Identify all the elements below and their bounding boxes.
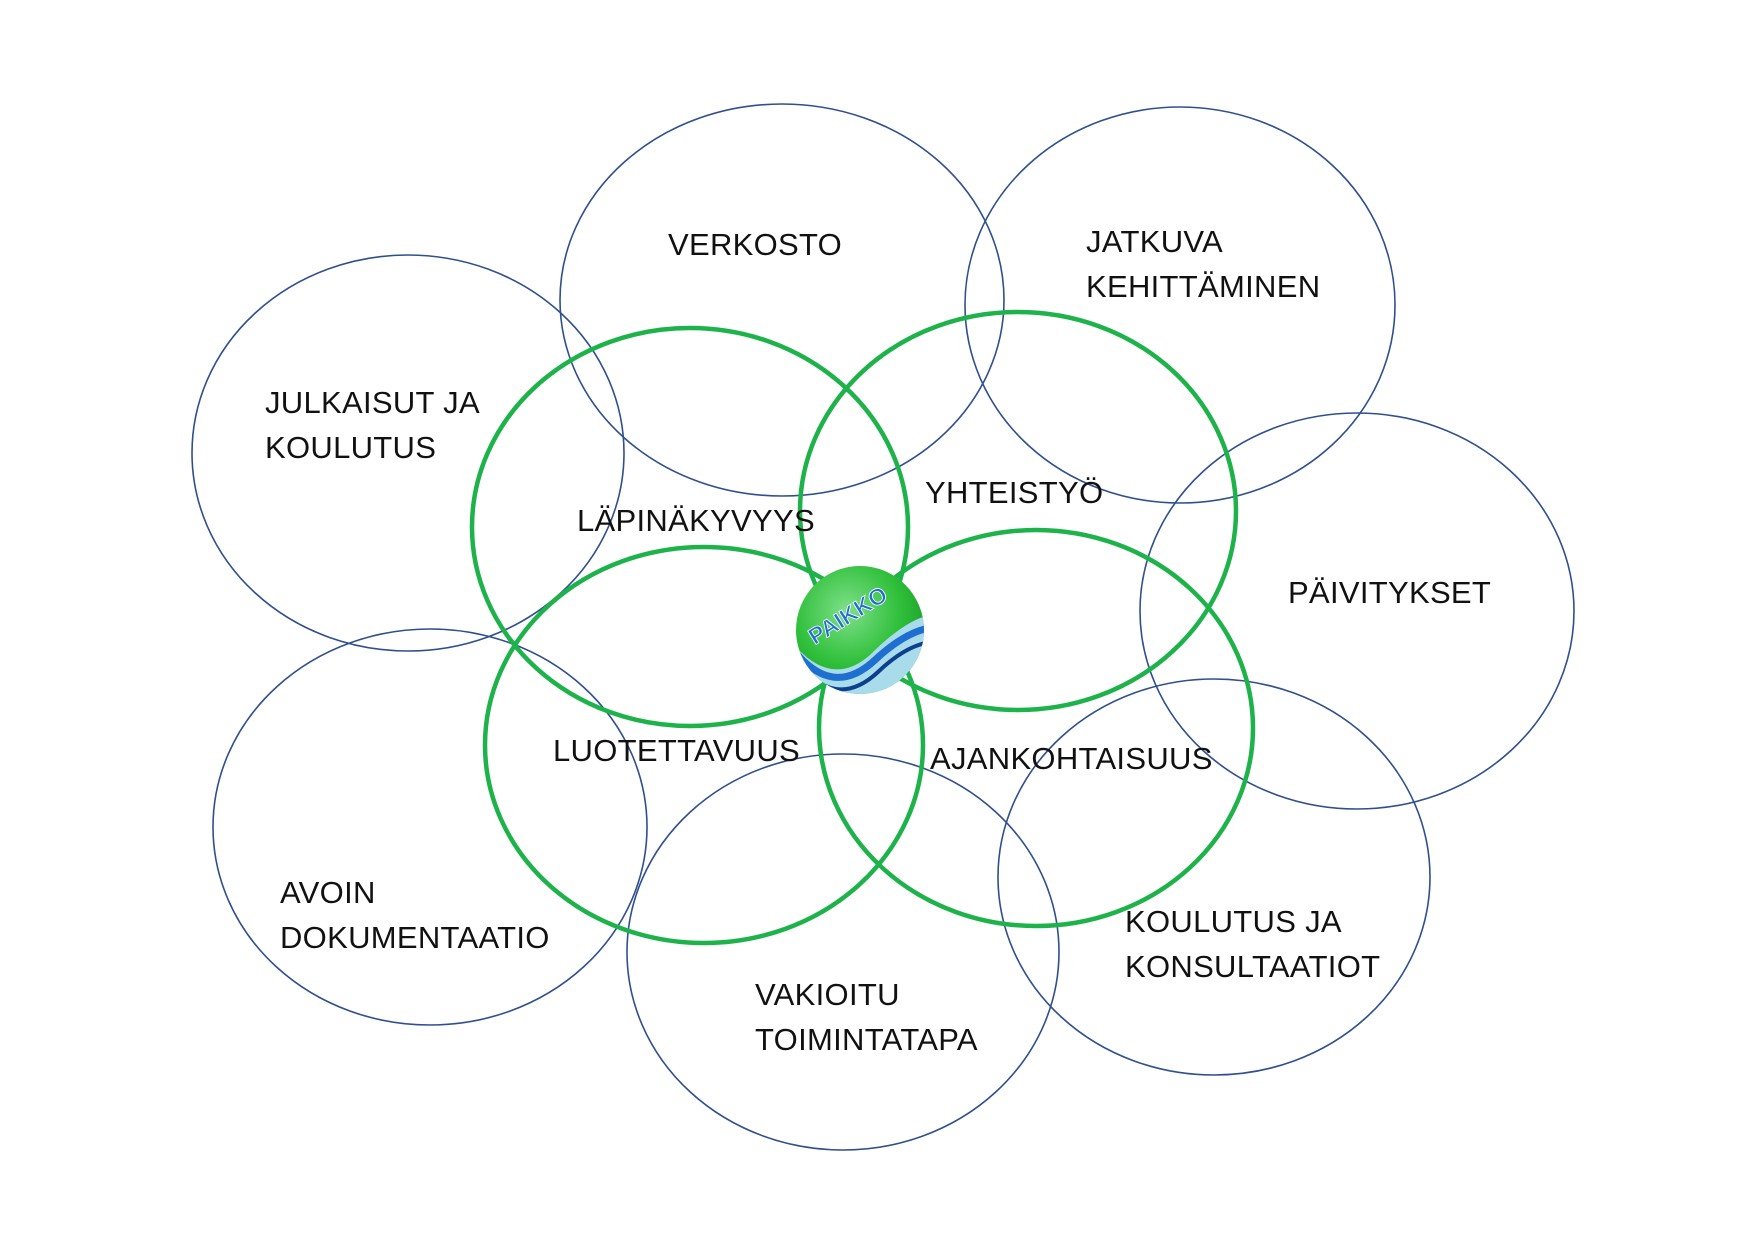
- outer-circle-koulutus-ja-konsultaatiot: [997, 678, 1431, 1076]
- label-vakioitu-toimintatapa: VAKIOITU TOIMINTATAPA: [755, 972, 978, 1062]
- label-line: KOULUTUS JA: [1125, 904, 1342, 939]
- label-avoin-dokumentaatio: AVOIN DOKUMENTAATIO: [280, 870, 550, 960]
- label-verkosto: VERKOSTO: [668, 222, 842, 267]
- outer-circle-paivitykset: [1139, 412, 1575, 810]
- inner-circle-luotettavuus: [482, 544, 926, 946]
- label-line: JATKUVA: [1086, 224, 1224, 259]
- label-jatkuva-kehittaminen: JATKUVA KEHITTÄMINEN: [1086, 219, 1320, 309]
- label-luotettavuus: LUOTETTAVUUS: [553, 728, 800, 773]
- paikko-logo: PAIKKO: [796, 566, 924, 694]
- label-line: VERKOSTO: [668, 227, 843, 262]
- outer-circle-verkosto: [559, 103, 1005, 497]
- label-julkaisut-ja-koulutus: JULKAISUT JA KOULUTUS: [265, 380, 480, 470]
- label-line: YHTEISTYÖ: [925, 475, 1104, 510]
- label-paivitykset: PÄIVITYKSET: [1288, 570, 1491, 615]
- outer-circles: [191, 103, 1575, 1151]
- outer-circle-vakioitu-toimintatapa: [626, 753, 1060, 1151]
- label-line: JULKAISUT JA: [265, 385, 480, 420]
- outer-circle-julkaisut-ja-koulutus: [191, 254, 625, 652]
- label-line: KONSULTAATIOT: [1125, 949, 1381, 984]
- label-ajankohtaisuus: AJANKOHTAISUUS: [930, 736, 1213, 781]
- inner-circles: [469, 309, 1256, 946]
- inner-circle-lapinakyvyys: [469, 325, 911, 729]
- label-line: LUOTETTAVUUS: [553, 733, 801, 768]
- label-line: PÄIVITYKSET: [1288, 575, 1492, 610]
- label-koulutus-ja-konsultaatiot: KOULUTUS JA KONSULTAATIOT: [1125, 899, 1380, 989]
- label-line: LÄPINÄKYVYYS: [577, 503, 815, 538]
- label-line: VAKIOITU: [755, 977, 900, 1012]
- label-line: KOULUTUS: [265, 430, 437, 465]
- label-line: DOKUMENTAATIO: [280, 920, 550, 955]
- inner-circle-yhteistyo: [797, 309, 1239, 713]
- outer-circle-jatkuva-kehittaminen: [964, 106, 1396, 504]
- label-line: TOIMINTATAPA: [755, 1022, 978, 1057]
- logo-blue-wave: [796, 624, 924, 681]
- label-lapinakyvyys: LÄPINÄKYVYYS: [577, 498, 815, 543]
- label-yhteistyo: YHTEISTYÖ: [925, 470, 1103, 515]
- label-line: AVOIN: [280, 875, 376, 910]
- inner-circle-ajankohtaisuus: [816, 527, 1256, 929]
- outer-circle-avoin-dokumentaatio: [212, 628, 648, 1026]
- label-line: KEHITTÄMINEN: [1086, 269, 1321, 304]
- label-line: AJANKOHTAISUUS: [930, 741, 1213, 776]
